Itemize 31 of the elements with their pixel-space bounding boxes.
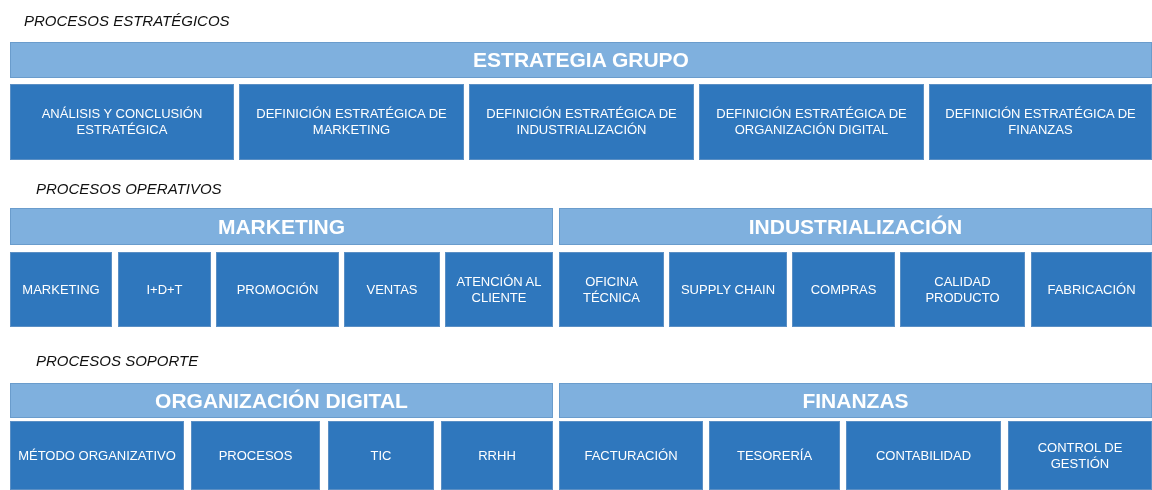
process-box: DEFINICIÓN ESTRATÉGICA DE ORGANIZACIÓN DIGITAL <box>699 84 924 160</box>
process-box: SUPPLY CHAIN <box>669 252 787 327</box>
process-box: TESORERÍA <box>709 421 840 490</box>
process-box: COMPRAS <box>792 252 895 327</box>
process-box: PROMOCIÓN <box>216 252 339 327</box>
process-box: RRHH <box>441 421 553 490</box>
group-header-bar: FINANZAS <box>559 383 1152 418</box>
process-box: OFICINA TÉCNICA <box>559 252 664 327</box>
group-header-bar: MARKETING <box>10 208 553 245</box>
process-box: VENTAS <box>344 252 440 327</box>
process-box: DEFINICIÓN ESTRATÉGICA DE FINANZAS <box>929 84 1152 160</box>
process-box: ANÁLISIS Y CONCLUSIÓN ESTRATÉGICA <box>10 84 234 160</box>
process-box: TIC <box>328 421 434 490</box>
process-box: MÉTODO ORGANIZATIVO <box>10 421 184 490</box>
process-box: CALIDAD PRODUCTO <box>900 252 1025 327</box>
process-box: CONTABILIDAD <box>846 421 1001 490</box>
process-box: DEFINICIÓN ESTRATÉGICA DE INDUSTRIALIZACIÓN <box>469 84 694 160</box>
process-box: CONTROL DE GESTIÓN <box>1008 421 1152 490</box>
group-header-bar: INDUSTRIALIZACIÓN <box>559 208 1152 245</box>
process-box: I+D+T <box>118 252 211 327</box>
process-box: DEFINICIÓN ESTRATÉGICA DE MARKETING <box>239 84 464 160</box>
process-box: MARKETING <box>10 252 112 327</box>
section-heading: PROCESOS SOPORTE <box>36 352 199 369</box>
group-header-bar: ORGANIZACIÓN DIGITAL <box>10 383 553 418</box>
section-heading: PROCESOS OPERATIVOS <box>36 180 222 197</box>
process-box: PROCESOS <box>191 421 320 490</box>
group-header-bar: ESTRATEGIA GRUPO <box>10 42 1152 78</box>
process-box: ATENCIÓN AL CLIENTE <box>445 252 553 327</box>
process-box: FABRICACIÓN <box>1031 252 1152 327</box>
section-heading: PROCESOS ESTRATÉGICOS <box>24 12 230 29</box>
process-box: FACTURACIÓN <box>559 421 703 490</box>
